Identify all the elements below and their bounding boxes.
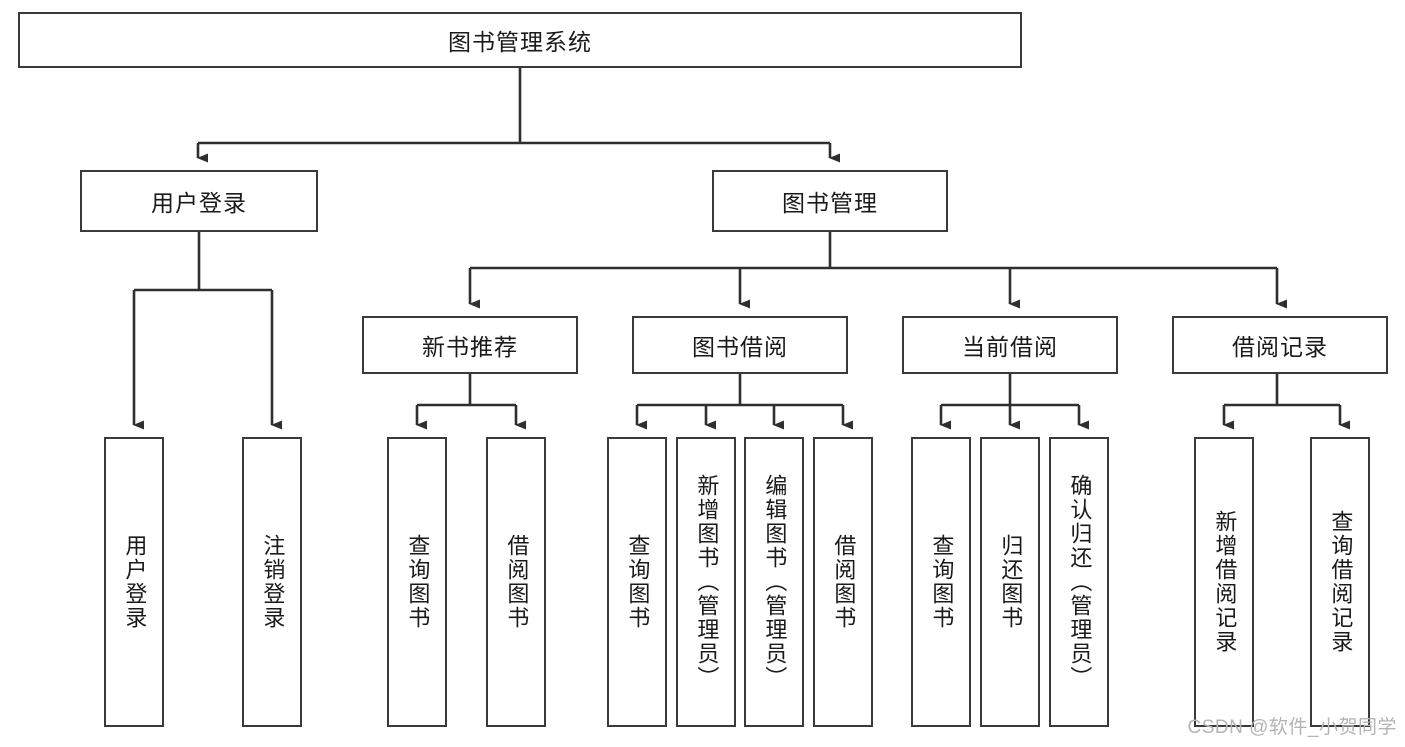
node-label: 当前借阅 [962, 334, 1058, 360]
leaf-add-book-admin[interactable]: 新增图书（管理员） [676, 437, 736, 727]
node-borrow-record[interactable]: 借阅记录 [1172, 316, 1388, 374]
node-label: 查询借阅记录 [1328, 510, 1354, 654]
node-book-management-system[interactable]: 图书管理系统 [18, 12, 1022, 68]
watermark: CSDN @软件_小贺同学 [1187, 717, 1397, 738]
leaf-confirm-return-admin[interactable]: 确认归还（管理员） [1049, 437, 1109, 727]
leaf-query-book-current[interactable]: 查询图书 [911, 437, 971, 727]
node-label: 图书管理 [782, 190, 878, 216]
node-label: 查询图书 [625, 534, 651, 630]
node-new-book-recommend[interactable]: 新书推荐 [362, 316, 578, 374]
leaf-query-book-recommend[interactable]: 查询图书 [387, 437, 447, 727]
leaf-query-book-borrow[interactable]: 查询图书 [607, 437, 667, 727]
node-book-borrow[interactable]: 图书借阅 [632, 316, 848, 374]
node-label: 查询图书 [405, 534, 431, 630]
node-label: 图书管理系统 [448, 29, 592, 55]
leaf-user-login[interactable]: 用户登录 [104, 437, 164, 727]
leaf-logout[interactable]: 注销登录 [242, 437, 302, 727]
leaf-edit-book-admin[interactable]: 编辑图书（管理员） [744, 437, 804, 727]
node-label: 借阅图书 [831, 534, 857, 630]
leaf-borrow-book-recommend[interactable]: 借阅图书 [486, 437, 546, 727]
node-label: 用户登录 [151, 190, 247, 216]
leaf-query-borrow-record[interactable]: 查询借阅记录 [1310, 437, 1370, 727]
node-label: 新增借阅记录 [1212, 510, 1238, 654]
leaf-add-borrow-record[interactable]: 新增借阅记录 [1194, 437, 1254, 727]
node-label: 归还图书 [998, 534, 1024, 630]
node-label: 编辑图书（管理员） [762, 474, 788, 690]
node-label: 图书借阅 [692, 334, 788, 360]
leaf-borrow-book[interactable]: 借阅图书 [813, 437, 873, 727]
node-label: 用户登录 [122, 534, 148, 630]
node-label: 确认归还（管理员） [1067, 474, 1093, 690]
node-label: 注销登录 [260, 534, 286, 630]
node-user-login[interactable]: 用户登录 [80, 170, 318, 232]
node-label: 查询图书 [929, 534, 955, 630]
node-book-management[interactable]: 图书管理 [712, 170, 948, 232]
node-label: 借阅记录 [1232, 334, 1328, 360]
node-current-borrow[interactable]: 当前借阅 [902, 316, 1118, 374]
node-label: 新增图书（管理员） [694, 474, 720, 690]
node-label: 新书推荐 [422, 334, 518, 360]
node-label: 借阅图书 [504, 534, 530, 630]
leaf-return-book[interactable]: 归还图书 [980, 437, 1040, 727]
